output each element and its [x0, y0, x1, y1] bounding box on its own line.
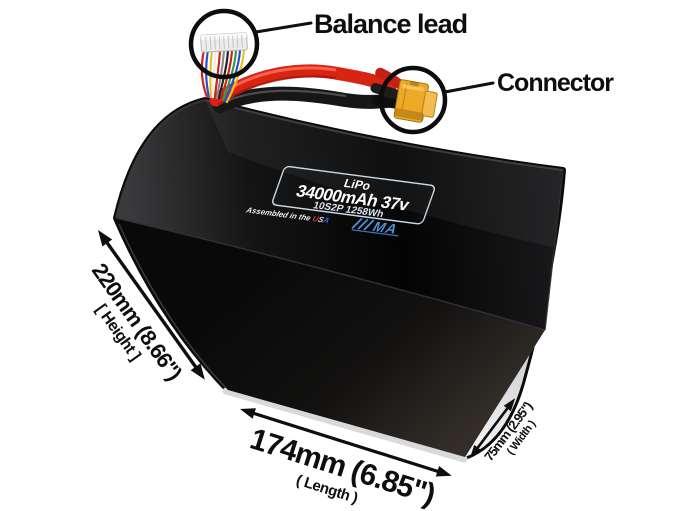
balance-connector [200, 32, 248, 53]
balance-lead-circle-icon [188, 8, 260, 80]
svg-text:MA: MA [371, 219, 400, 237]
connector-cap [421, 90, 438, 118]
front-face [116, 218, 545, 457]
top-right-edge [544, 169, 564, 331]
top-back-edge [204, 99, 564, 171]
balance-lead-callout-line [254, 21, 313, 34]
balance-lead-label: Balance lead [314, 9, 467, 39]
height-arrowhead-start [98, 230, 113, 247]
top-front-edge [115, 217, 546, 331]
label-chemistry: LiPo [342, 176, 372, 193]
connector-wire-stub-black-1 [370, 83, 405, 101]
red-wire-shadow [217, 75, 337, 106]
bottom-edge-highlight [222, 387, 468, 463]
width-arrowhead-start [470, 444, 482, 458]
label-border [272, 165, 436, 225]
usa-letter-a: A [321, 216, 331, 225]
top-face [116, 100, 563, 330]
xt90-connector [370, 67, 438, 123]
usa-letter-u: U [311, 214, 320, 223]
left-bottom-edge [118, 223, 226, 388]
connector-label: Connector [497, 69, 614, 97]
top-left-edge [115, 99, 206, 219]
top-face-sheen [205, 100, 563, 248]
brand-logo: MA [351, 217, 400, 237]
height-arrow [104, 239, 199, 371]
width-arrow [475, 405, 511, 450]
connector-callout-line [443, 81, 495, 94]
length-arrowhead-start [240, 408, 256, 419]
usa-letter-s: S [317, 215, 326, 224]
black-wire-highlight [223, 89, 347, 104]
length-arrow [251, 411, 440, 474]
height-arrowhead-end [190, 363, 205, 380]
red-wire [209, 64, 397, 107]
width-arrowhead-end [503, 398, 516, 412]
connector-circle-icon [378, 65, 448, 135]
battery-box [113, 97, 566, 463]
length-arrowhead-end [435, 466, 452, 477]
